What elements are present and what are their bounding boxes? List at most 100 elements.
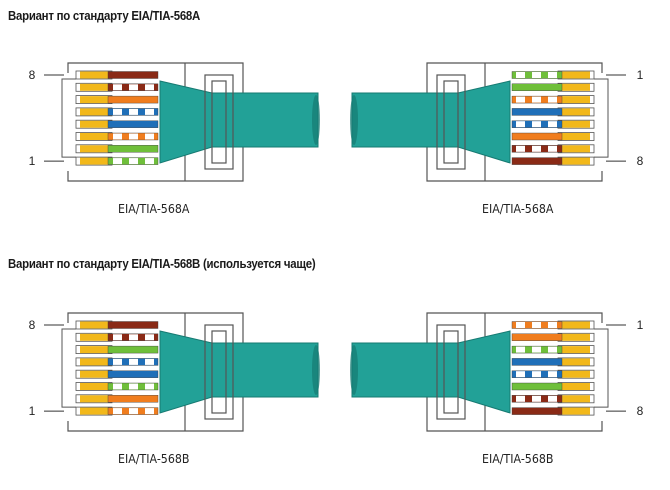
contact-pin-2 bbox=[562, 333, 590, 341]
wire-blue bbox=[107, 120, 159, 128]
pin-8-label: 8 bbox=[29, 68, 36, 82]
wire-stripe bbox=[532, 346, 541, 353]
caption-right-568b: EIA/TIA-568B bbox=[482, 452, 554, 466]
pin-1-label: 1 bbox=[29, 154, 36, 168]
wire-stripe bbox=[145, 133, 154, 140]
wire-stripe bbox=[548, 145, 557, 152]
cable-jacket bbox=[159, 80, 319, 164]
wire-green bbox=[107, 145, 159, 153]
wire-blue bbox=[511, 108, 563, 116]
wire-stripe bbox=[516, 72, 525, 78]
pin-1-label: 1 bbox=[637, 68, 644, 82]
latch-inner bbox=[443, 330, 459, 414]
contact-pin-7 bbox=[80, 83, 108, 91]
contact-pin-5 bbox=[562, 120, 590, 128]
cable-jacket bbox=[351, 80, 511, 164]
contact-pin-8 bbox=[562, 157, 590, 165]
latch-outer bbox=[204, 324, 234, 420]
contact-pin-8 bbox=[80, 321, 108, 329]
wire-orange bbox=[511, 132, 563, 141]
pin-bracket bbox=[61, 78, 76, 158]
wire-stripe bbox=[548, 346, 557, 353]
wire-stripe bbox=[548, 395, 557, 402]
wire-stripe bbox=[113, 358, 122, 365]
wire-stripe bbox=[532, 72, 541, 78]
pin-8-label: 8 bbox=[637, 154, 644, 168]
connector-left-0: 18 bbox=[29, 62, 320, 182]
wire-stripe bbox=[113, 383, 122, 390]
contact-pin-4 bbox=[562, 108, 590, 116]
wire-stripe bbox=[145, 108, 154, 115]
pin-bracket bbox=[594, 78, 609, 158]
cable-cut-end bbox=[350, 345, 358, 395]
wire-stripe bbox=[145, 383, 154, 390]
contact-pin-3 bbox=[562, 346, 590, 354]
contact-pin-6 bbox=[562, 133, 590, 140]
wire-stripe bbox=[532, 371, 541, 378]
contact-pin-4 bbox=[80, 370, 108, 378]
contact-pin-5 bbox=[80, 358, 108, 366]
wire-stripe bbox=[113, 408, 122, 415]
wire-green bbox=[107, 345, 159, 354]
caption-left-568b: EIA/TIA-568B bbox=[118, 452, 190, 466]
wire-blue bbox=[107, 370, 159, 378]
contact-pin-7 bbox=[562, 145, 590, 153]
connector-right-1: 18 bbox=[350, 312, 644, 432]
wire-brown bbox=[107, 321, 159, 329]
contact-pin-5 bbox=[80, 108, 108, 116]
wire-stripe bbox=[129, 408, 138, 415]
wire-stripe bbox=[145, 408, 154, 415]
pin-bracket bbox=[594, 328, 609, 408]
wire-stripe bbox=[516, 145, 525, 152]
wire-stripe bbox=[145, 84, 154, 91]
latch-inner bbox=[211, 80, 227, 164]
wire-stripe bbox=[113, 133, 122, 140]
cable-jacket bbox=[159, 330, 319, 414]
latch-outer bbox=[436, 324, 466, 420]
contact-pin-1 bbox=[562, 321, 590, 329]
contact-pin-8 bbox=[80, 71, 108, 79]
wire-stripe bbox=[516, 322, 525, 328]
cable-cut-end bbox=[312, 95, 320, 145]
wire-stripe bbox=[548, 96, 557, 103]
cable-cut-end bbox=[350, 95, 358, 145]
contact-pin-3 bbox=[562, 96, 590, 104]
wire-orange bbox=[107, 95, 159, 104]
wire-stripe bbox=[129, 84, 138, 91]
contact-pin-1 bbox=[562, 71, 590, 79]
wire-stripe bbox=[532, 145, 541, 152]
wire-stripe bbox=[532, 121, 541, 128]
wire-brown bbox=[511, 157, 563, 165]
pin-8-label: 8 bbox=[637, 404, 644, 418]
contact-pin-6 bbox=[562, 383, 590, 390]
wire-stripe bbox=[516, 395, 525, 402]
wire-stripe bbox=[129, 383, 138, 390]
wire-stripe bbox=[145, 334, 154, 341]
wire-stripe bbox=[516, 346, 525, 353]
heading-568b: Вариант по стандарту EIA/TIA-568B (испол… bbox=[8, 256, 316, 271]
connector-left-1: 18 bbox=[29, 312, 320, 432]
wire-orange bbox=[107, 395, 159, 403]
wire-stripe bbox=[113, 108, 122, 115]
pin-bracket bbox=[61, 328, 76, 408]
wire-stripe bbox=[129, 158, 138, 165]
wire-stripe bbox=[532, 322, 541, 328]
wire-green bbox=[511, 83, 563, 92]
wire-stripe bbox=[129, 358, 138, 365]
wire-stripe bbox=[129, 133, 138, 140]
wire-stripe bbox=[113, 84, 122, 91]
contact-pin-6 bbox=[80, 96, 108, 104]
wire-stripe bbox=[113, 158, 122, 165]
wire-stripe bbox=[516, 121, 525, 128]
cable-jacket bbox=[351, 330, 511, 414]
contact-pin-1 bbox=[80, 407, 108, 415]
caption-right-568a: EIA/TIA-568A bbox=[482, 202, 554, 216]
caption-left-568a: EIA/TIA-568A bbox=[118, 202, 190, 216]
cable-cut-end bbox=[312, 345, 320, 395]
pin-1-label: 1 bbox=[29, 404, 36, 418]
contact-pin-2 bbox=[562, 83, 590, 91]
wire-stripe bbox=[548, 121, 557, 128]
contact-pin-6 bbox=[80, 346, 108, 354]
latch-inner bbox=[211, 330, 227, 414]
wire-brown bbox=[511, 407, 563, 415]
